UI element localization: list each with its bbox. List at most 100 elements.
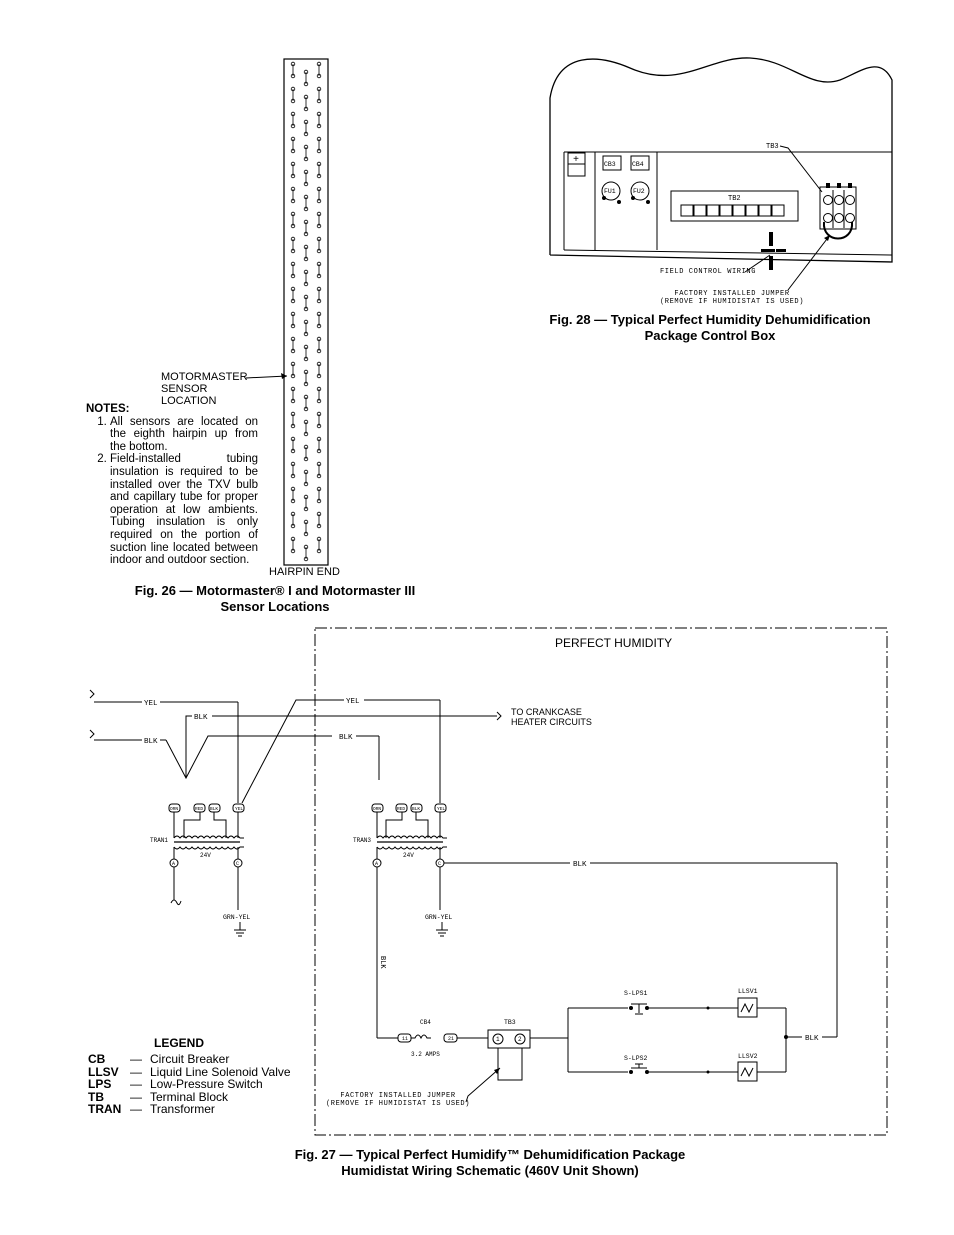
notes-block: NOTES: All sensors are located on the ei… <box>86 403 258 567</box>
legend-item: CB—Circuit Breaker <box>88 1052 230 1066</box>
hairpin-end <box>290 548 296 554</box>
hairpin-end <box>303 131 309 137</box>
hairpin-end <box>290 286 296 292</box>
hairpin-end <box>290 336 296 342</box>
hairpin-end <box>316 373 322 379</box>
hairpin-end <box>316 536 322 542</box>
tran1-label: TRAN1 <box>150 837 168 844</box>
svg-text:11: 11 <box>402 1036 408 1042</box>
hairpin-end <box>316 236 322 242</box>
hairpin-end <box>290 398 296 404</box>
svg-text:BLK: BLK <box>805 1035 819 1043</box>
cb4-rating: 3.2 AMPS <box>411 1051 440 1058</box>
svg-text:21: 21 <box>448 1036 454 1042</box>
hairpin-end <box>290 311 296 317</box>
hairpin-end <box>303 294 309 300</box>
hairpin-end <box>303 469 309 475</box>
tb2-label: TB2 <box>728 195 741 203</box>
field-control-wiring-label: FIELD CONTROL WIRING <box>660 268 757 276</box>
svg-text:BLK: BLK <box>412 806 420 812</box>
tran3-label: TRAN3 <box>353 837 371 844</box>
hairpin-end <box>303 281 309 287</box>
hairpin-end <box>303 119 309 125</box>
legend-item: TRAN—Transformer <box>88 1102 215 1116</box>
hairpin-end <box>316 411 322 417</box>
hairpin-end <box>316 161 322 167</box>
hairpin-end <box>303 431 309 437</box>
hairpin-end <box>290 498 296 504</box>
hairpin-end <box>290 136 296 142</box>
hairpin-end <box>303 181 309 187</box>
hairpin-end <box>290 536 296 542</box>
note-1: All sensors are located on the eighth ha… <box>110 416 258 454</box>
hairpin-end <box>290 436 296 442</box>
hairpin-end <box>316 98 322 104</box>
hairpin-end <box>303 494 309 500</box>
fig27-jumper-note: FACTORY INSTALLED JUMPER (REMOVE IF HUMI… <box>326 1092 471 1108</box>
hairpin-end <box>316 336 322 342</box>
hairpin-end <box>290 123 296 129</box>
legend-item: TB—Terminal Block <box>88 1089 229 1104</box>
hairpin-end <box>290 423 296 429</box>
hairpin-end <box>290 148 296 154</box>
hairpin-end <box>303 394 309 400</box>
hairpin-end <box>290 523 296 529</box>
motormaster-sensor-label: MOTORMASTER SENSOR LOCATION <box>161 371 248 407</box>
hairpin-end <box>303 169 309 175</box>
hairpin-end <box>316 136 322 142</box>
wire-blk-label: BLK <box>339 734 353 742</box>
s-lps1-label: S-LPS1 <box>624 990 648 997</box>
svg-text:BLK: BLK <box>378 956 386 969</box>
hairpin-end <box>290 211 296 217</box>
svg-text:24V: 24V <box>200 852 211 859</box>
hairpin-end <box>316 223 322 229</box>
hairpin-end-label: HAIRPIN END <box>269 566 340 578</box>
wire-yel-label: YEL <box>144 700 158 708</box>
hairpin-end <box>290 273 296 279</box>
hairpin-end <box>290 73 296 79</box>
legend-title: LEGEND <box>154 1036 205 1050</box>
hairpin-end <box>303 419 309 425</box>
hairpin-end <box>316 361 322 367</box>
hairpin-end <box>303 369 309 375</box>
hairpin-end <box>290 473 296 479</box>
hairpin-end <box>290 248 296 254</box>
hairpin-end <box>316 261 322 267</box>
tb2-terminal <box>758 204 772 217</box>
hairpin-end <box>303 194 309 200</box>
hairpin-end <box>303 506 309 512</box>
tb3-label: TB3 <box>766 143 779 151</box>
hairpin-end <box>316 448 322 454</box>
hairpin-end <box>303 269 309 275</box>
hairpin-end <box>290 223 296 229</box>
fig28-jumper-note: FACTORY INSTALLED JUMPER (REMOVE IF HUMI… <box>660 290 805 306</box>
hairpin-end <box>316 61 322 67</box>
hairpin-end <box>290 186 296 192</box>
hairpin-end <box>303 481 309 487</box>
tb2-terminal <box>706 204 720 217</box>
hairpin-end <box>316 523 322 529</box>
tb2-terminal <box>771 204 785 217</box>
hairpin-end <box>316 311 322 317</box>
hairpin-end <box>316 211 322 217</box>
hairpin-end <box>316 123 322 129</box>
hairpin-end <box>303 144 309 150</box>
svg-text:C: C <box>236 861 239 867</box>
hairpin-end <box>303 544 309 550</box>
fig26-caption: Fig. 26 — Motormaster® I and Motormaster… <box>134 583 416 614</box>
hairpin-end <box>303 244 309 250</box>
svg-text:BLK: BLK <box>210 806 218 812</box>
tb2-terminal <box>732 204 746 217</box>
hairpin-end <box>316 498 322 504</box>
note-2: Field-installed tubing insulation is req… <box>110 453 258 566</box>
hairpin-end <box>316 436 322 442</box>
hairpin-end <box>316 111 322 117</box>
hairpin-end <box>316 286 322 292</box>
hairpin-end <box>316 248 322 254</box>
svg-text:ORN: ORN <box>373 806 381 812</box>
hairpin-end <box>316 398 322 404</box>
hairpin-end <box>316 86 322 92</box>
legend: LEGEND CB—Circuit Breaker LLSV—Liquid Li… <box>88 1036 291 1116</box>
hairpin-end <box>303 256 309 262</box>
coil-drawing <box>283 58 329 566</box>
